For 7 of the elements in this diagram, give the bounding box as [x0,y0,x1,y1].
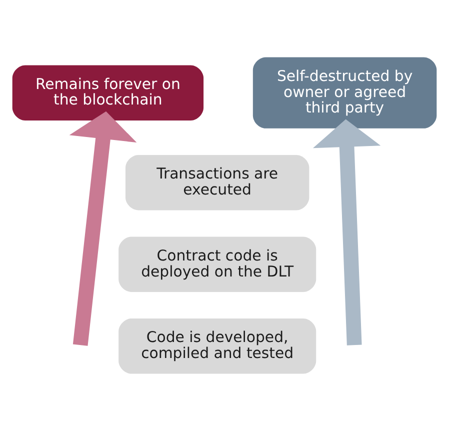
node-box: Transactions are executed [125,154,310,210]
node-box: Contract code is deployed on the DLT [118,236,316,292]
arrow [69,110,137,346]
node-box: Remains forever on the blockchain [12,64,204,120]
node-box: Self-destructed by owner or agreed third party [252,56,437,128]
node-box: Code is developed, compiled and tested [118,318,316,374]
arrow [312,118,381,345]
